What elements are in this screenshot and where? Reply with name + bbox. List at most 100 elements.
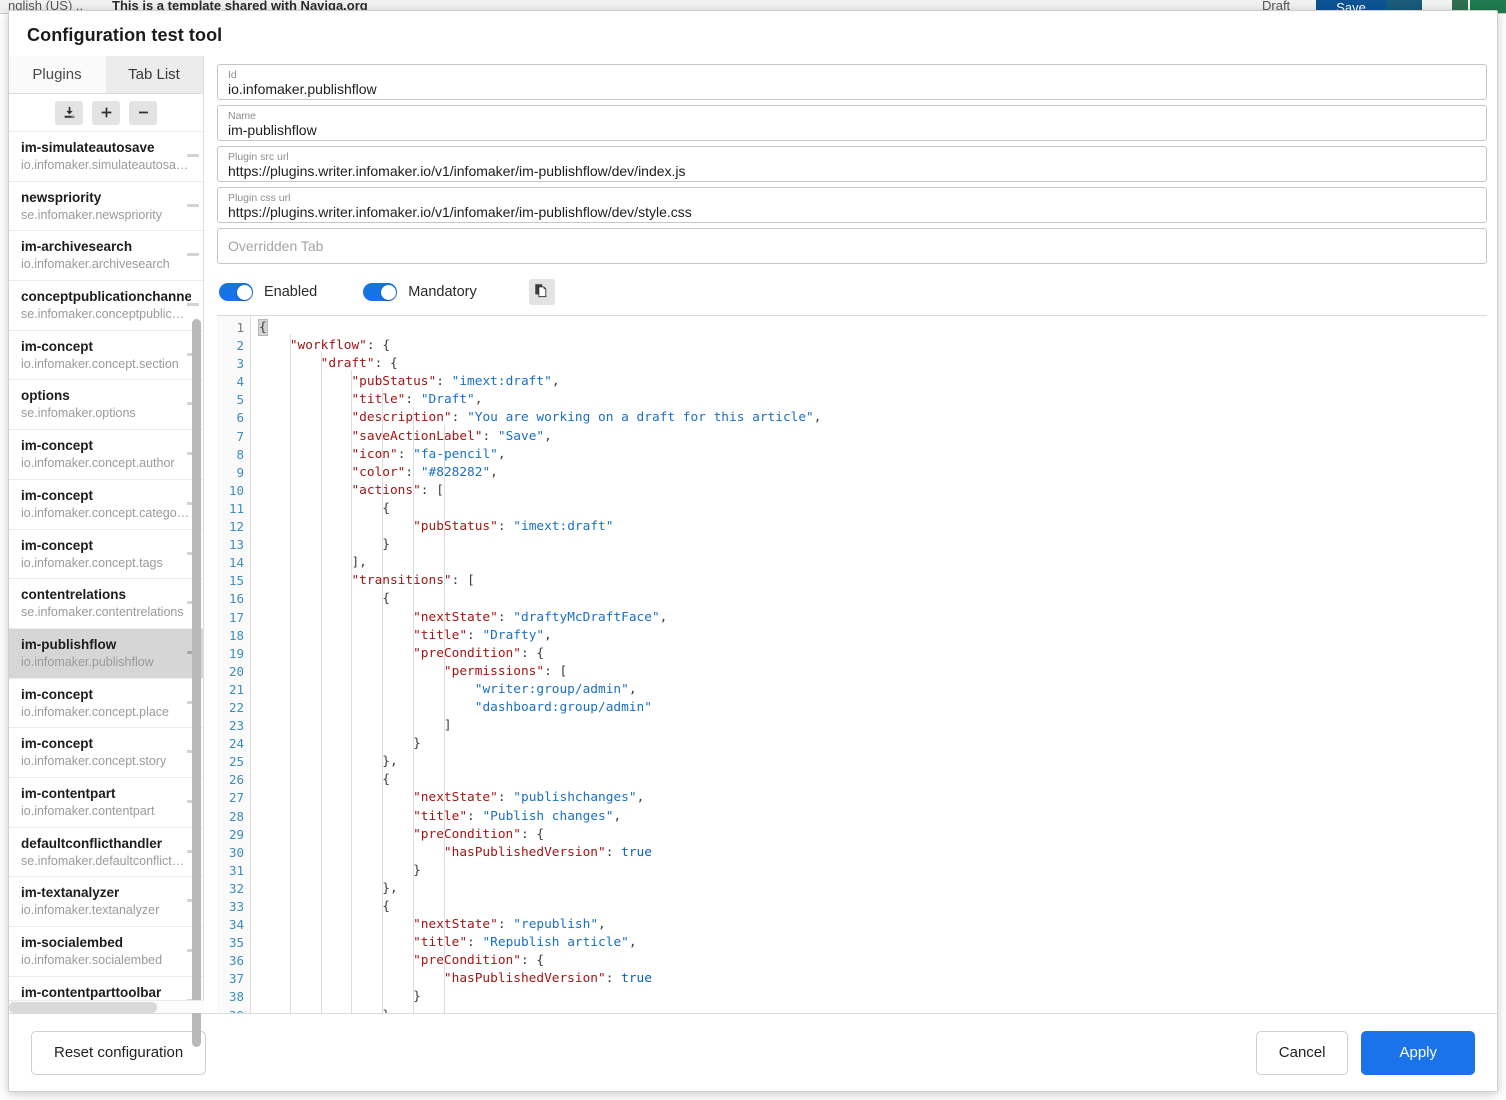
plugin-item-id: io.infomaker.textanalyzer [21, 903, 160, 918]
editor-line-number: 34 [228, 917, 244, 933]
plugin-item-name: im-concept [21, 338, 94, 354]
editor-line[interactable]: "permissions": [ [443, 663, 568, 679]
plugin-src-url-field[interactable]: Plugin src url https://plugins.writer.in… [217, 146, 1487, 182]
editor-line[interactable]: "pubStatus": "imext:draft" [413, 519, 614, 535]
plugin-item-id: io.infomaker.concept.catego… [21, 505, 190, 520]
plugin-item-drag-handle[interactable] [187, 303, 199, 307]
minus-icon [137, 106, 150, 119]
toggles-row: Enabled Mandatory [217, 269, 1487, 315]
id-field[interactable]: Id io.infomaker.publishflow [217, 64, 1487, 100]
editor-line[interactable]: }, [382, 754, 398, 770]
enabled-toggle-group: Enabled [219, 283, 317, 301]
plugin-list-horizontal-scrollbar-thumb[interactable] [9, 1002, 157, 1013]
editor-line[interactable]: "writer:group/admin", [474, 681, 637, 697]
plugin-item-name: im-concept [21, 438, 94, 454]
editor-line[interactable]: "preCondition": { [413, 953, 545, 969]
plugin-css-url-field[interactable]: Plugin css url https://plugins.writer.in… [217, 187, 1487, 223]
editor-line[interactable]: "nextState": "republish", [413, 917, 606, 933]
name-field[interactable]: Name im-publishflow [217, 105, 1487, 141]
editor-line[interactable]: "draft": { [320, 356, 398, 372]
editor-line[interactable]: "title": "Draft", [351, 392, 483, 408]
plugin-item-name: contentrelations [21, 587, 127, 603]
plugin-item-drag-handle[interactable] [187, 253, 199, 257]
reset-configuration-button[interactable]: Reset configuration [31, 1030, 207, 1075]
mandatory-toggle[interactable] [363, 283, 398, 301]
plugin-item-drag-handle[interactable] [187, 203, 199, 207]
add-button[interactable] [92, 100, 120, 125]
background-template-notice: This is a template shared with Naviga.or… [112, 0, 368, 13]
editor-code-area[interactable]: { "workflow": { "draft": { "pubStatus": … [251, 316, 1487, 1013]
editor-line[interactable]: "nextState": "publishchanges", [413, 790, 645, 806]
editor-line[interactable]: }, [259, 1007, 1487, 1013]
editor-line-number: 33 [228, 899, 244, 914]
enabled-toggle[interactable] [219, 283, 253, 301]
indent-guide [351, 370, 353, 1013]
editor-line[interactable]: "pubStatus": "imext:draft", [351, 374, 560, 390]
remove-button[interactable] [129, 100, 157, 125]
editor-line[interactable]: ], [351, 555, 367, 571]
editor-line[interactable]: "description": "You are working on a dra… [351, 410, 822, 426]
overridden-tab-field[interactable]: Overridden Tab [217, 228, 1487, 264]
cancel-button[interactable]: Cancel [1255, 1030, 1349, 1075]
editor-line[interactable]: "hasPublishedVersion": true [443, 844, 652, 860]
plugin-item-name: conceptpublicationchannel [21, 289, 191, 305]
editor-line[interactable]: "actions": [ [351, 482, 444, 498]
editor-line[interactable]: "preCondition": { [413, 826, 545, 842]
copy-configuration-button[interactable] [528, 279, 555, 305]
plugin-list-vertical-scrollbar[interactable] [192, 319, 201, 1047]
editor-line[interactable]: "workflow": { [289, 338, 391, 354]
editor-line[interactable]: "title": "Publish changes", [413, 808, 622, 824]
editor-line[interactable]: } [382, 537, 390, 553]
editor-line[interactable]: "title": "Drafty", [413, 627, 552, 643]
editor-line[interactable]: { [382, 772, 390, 788]
editor-line[interactable]: ] [443, 718, 452, 734]
indent-guide [413, 406, 414, 1013]
editor-line-number: 18 [228, 627, 244, 643]
editor-line[interactable]: "dashboard:group/admin" [474, 699, 652, 715]
editor-line[interactable]: } [413, 736, 421, 752]
tab-tab-list[interactable]: Tab List [106, 56, 203, 93]
tab-plugins[interactable]: Plugins [9, 56, 106, 93]
editor-line[interactable]: "title": "Republish article", [413, 935, 637, 951]
editor-line[interactable]: "preCondition": { [413, 645, 545, 661]
editor-line[interactable]: }, [382, 880, 398, 896]
editor-line[interactable]: { [258, 319, 268, 336]
editor-line[interactable]: } [413, 989, 421, 1005]
tab-tab-list-label: Tab List [128, 66, 180, 83]
editor-line[interactable]: { [382, 899, 390, 914]
editor-line[interactable]: } [413, 862, 421, 878]
editor-line[interactable]: "hasPublishedVersion": true [443, 971, 652, 987]
editor-line[interactable]: "icon": "fa-pencil", [351, 446, 506, 462]
editor-line[interactable]: "saveActionLabel": "Save", [351, 428, 552, 444]
editor-line[interactable]: { [382, 591, 390, 607]
editor-line[interactable]: "color": "#828282", [351, 464, 498, 480]
background-chip-4 [1452, 0, 1468, 13]
plugin-list-horizontal-scrollbar[interactable] [9, 1000, 204, 1013]
editor-line[interactable]: "transitions": [ [351, 573, 475, 589]
plugin-item-drag-handle[interactable] [187, 154, 199, 157]
import-button[interactable] [55, 100, 83, 125]
editor-line-number: 4 [236, 374, 244, 390]
apply-button[interactable]: Apply [1361, 1030, 1475, 1075]
editor-line[interactable]: "nextState": "draftyMcDraftFace", [413, 609, 668, 625]
editor-line[interactable]: { [382, 500, 390, 516]
